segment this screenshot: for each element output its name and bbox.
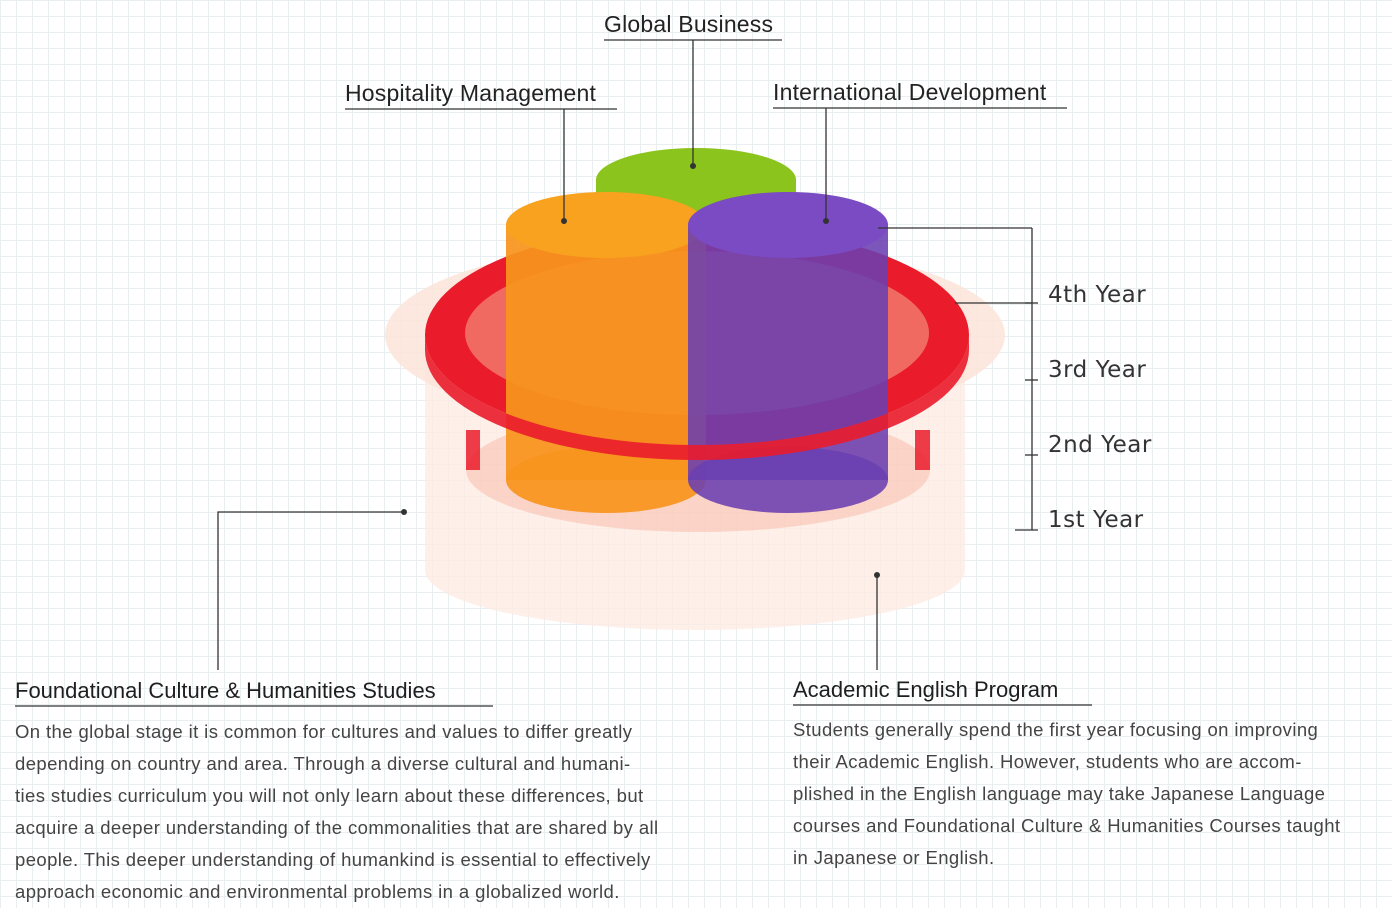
academic-english-line: in Japanese or English. — [793, 847, 995, 868]
academic-english-text: Students generally spend the first year … — [793, 714, 1388, 874]
foundational-line: ties studies curriculum you will not onl… — [15, 785, 644, 806]
global-business-label: Global Business — [604, 11, 774, 37]
year-2-label: 2nd Year — [1048, 432, 1152, 458]
international-label: International Development — [773, 79, 1047, 105]
academic-english-line: their Academic English. However, student… — [793, 751, 1302, 772]
foundational-line: people. This deeper understanding of hum… — [15, 849, 651, 870]
leader-dots — [401, 163, 880, 578]
hospitality-label: Hospitality Management — [345, 80, 597, 106]
academic-english-line: courses and Foundational Culture & Human… — [793, 815, 1341, 836]
foundational-line: On the global stage it is common for cul… — [15, 721, 633, 742]
foundational-title: Foundational Culture & Humanities Studie… — [15, 678, 436, 703]
international-cylinder — [688, 192, 888, 513]
year-3-label: 3rd Year — [1048, 357, 1147, 383]
year-1-label: 1st Year — [1048, 507, 1144, 533]
leader-lines — [217, 39, 1067, 670]
hospitality-cylinder — [506, 192, 706, 513]
academic-english-title: Academic English Program — [793, 677, 1059, 702]
foundational-line: approach economic and environmental prob… — [15, 881, 620, 902]
foundational-underline — [15, 705, 493, 707]
foundational-text: On the global stage it is common for cul… — [15, 716, 730, 908]
year-4-label: 4th Year — [1048, 282, 1147, 308]
foundational-line: acquire a deeper understanding of the co… — [15, 817, 659, 838]
foundational-line: depending on country and area. Through a… — [15, 753, 631, 774]
academic-english-underline — [793, 704, 1092, 706]
academic-english-line: Students generally spend the first year … — [793, 719, 1319, 740]
academic-english-line: plished in the English language may take… — [793, 783, 1326, 804]
